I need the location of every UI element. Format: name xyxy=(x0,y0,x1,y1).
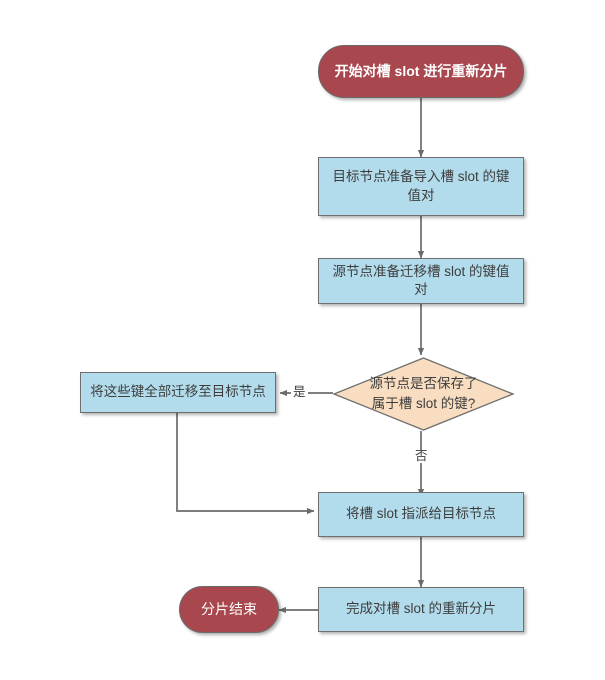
node-assign-label: 将槽 slot 指派给目标节点 xyxy=(345,506,496,522)
edge-label-no: 否 xyxy=(413,449,430,463)
node-assign-process[interactable]: 将槽 slot 指派给目标节点 xyxy=(318,492,524,537)
node-migrate-process[interactable]: 源节点准备迁移槽 slot 的键值对 xyxy=(318,258,524,304)
node-start-label: 开始对槽 slot 进行重新分片 xyxy=(334,63,508,80)
node-migrate-label: 源节点准备迁移槽 slot 的键值对 xyxy=(332,263,510,297)
node-complete-process[interactable]: 完成对槽 slot 的重新分片 xyxy=(318,587,524,632)
node-end-label: 分片结束 xyxy=(201,601,257,618)
node-import-label: 目标节点准备导入槽 slot 的键值对 xyxy=(332,169,510,203)
node-movekeys-process[interactable]: 将这些键全部迁移至目标节点 xyxy=(80,372,276,413)
node-movekeys-label: 将这些键全部迁移至目标节点 xyxy=(90,384,266,400)
node-decision-diamond[interactable]: 源节点是否保存了 属于槽 slot 的键? xyxy=(332,357,515,431)
node-start-terminal[interactable]: 开始对槽 slot 进行重新分片 xyxy=(318,45,524,98)
node-complete-label: 完成对槽 slot 的重新分片 xyxy=(345,601,496,617)
node-import-process[interactable]: 目标节点准备导入槽 slot 的键值对 xyxy=(318,157,524,216)
node-end-terminal[interactable]: 分片结束 xyxy=(179,586,279,633)
edge-label-yes: 是 xyxy=(291,385,308,399)
